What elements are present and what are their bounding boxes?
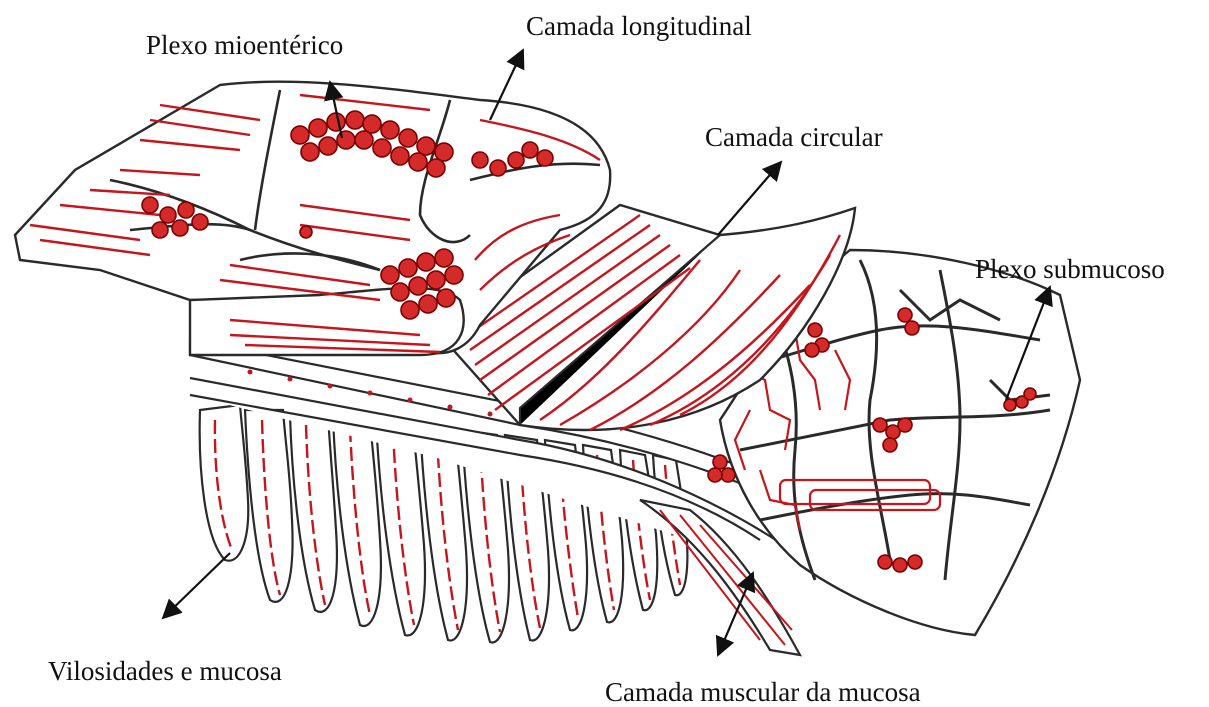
label-camada-longitudinal: Camada longitudinal — [526, 13, 752, 40]
label-camada-muscular-mucosa: Camada muscular da mucosa — [605, 679, 921, 706]
arrow-camada-circular — [718, 162, 781, 235]
label-camada-circular: Camada circular — [705, 124, 883, 151]
label-plexo-submucoso: Plexo submucoso — [975, 256, 1165, 283]
label-plexo-mioenterico: Plexo mioentérico — [146, 32, 343, 59]
label-vilosidades-mucosa: Vilosidades e mucosa — [48, 658, 282, 685]
arrow-vilosidades — [163, 553, 230, 618]
